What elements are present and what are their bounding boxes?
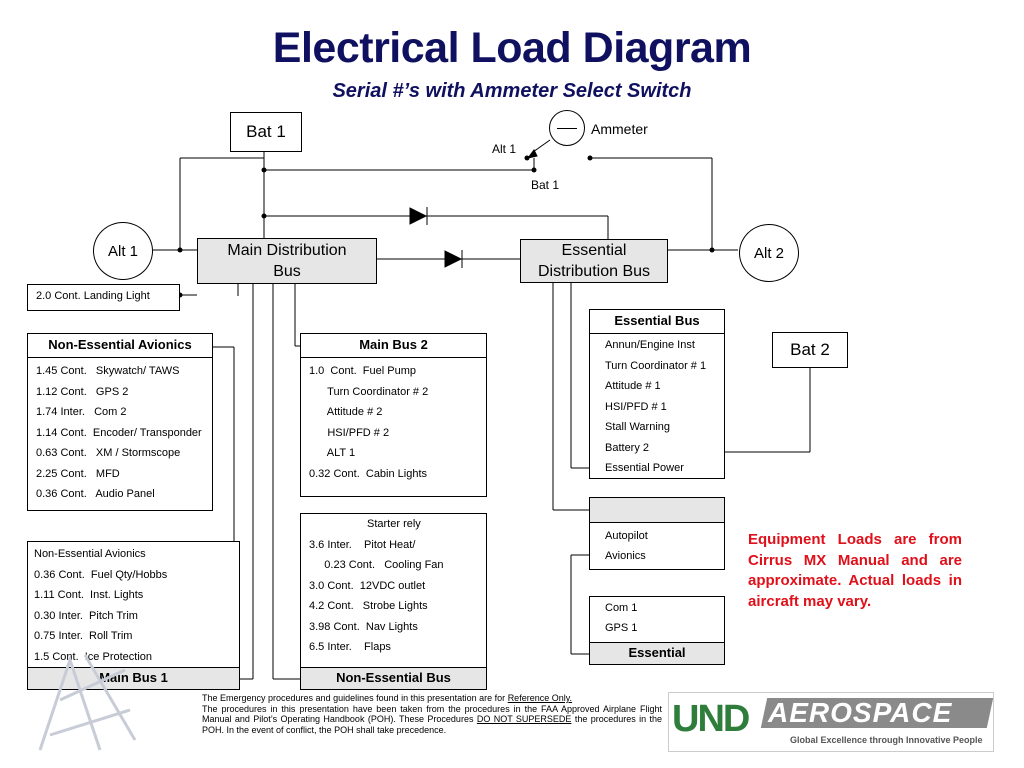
watermark-logo: [38, 654, 137, 751]
disclaimer: The Emergency procedures and guidelines …: [202, 693, 662, 735]
list-item: HSI/PFD # 1: [605, 401, 667, 413]
page-title: Electrical Load Diagram: [272, 24, 752, 72]
list-item: 0.36 Cont. Audio Panel: [36, 488, 155, 500]
list-item: Com 1: [605, 602, 638, 614]
non-essential-avionics-title: Non-Essential Avionics: [28, 334, 212, 358]
main-bus-1-box: Non-Essential Avionics 0.36 Cont. Fuel Q…: [27, 541, 240, 690]
list-item: Starter rely: [367, 518, 421, 530]
list-item: 0.75 Inter. Roll Trim: [34, 630, 133, 642]
list-item: 3.98 Cont. Nav Lights: [309, 621, 418, 633]
main-bus-2-box: Main Bus 2 1.0 Cont. Fuel Pump Turn Coor…: [300, 333, 487, 497]
essential-distribution-bus: Essential Distribution Bus: [520, 239, 668, 283]
list-item: ALT 1: [309, 447, 356, 459]
list-item: 0.30 Inter. Pitch Trim: [34, 610, 138, 622]
list-item: 3.0 Cont. 12VDC outlet: [309, 580, 426, 592]
list-item: 0.63 Cont. XM / Stormscope: [36, 447, 181, 459]
list-item: Non-Essential Avionics: [34, 548, 146, 560]
avionics-box: Autopilot Avionics: [589, 497, 725, 570]
list-item: Autopilot: [605, 530, 648, 542]
list-item: HSI/PFD # 2: [309, 427, 390, 439]
logo-aerospace: AEROSPACE: [768, 697, 953, 728]
battery-1: Bat 1: [230, 112, 302, 152]
logo-tagline: Global Excellence through Innovative Peo…: [790, 735, 983, 745]
essential-bus-box: Essential Bus Annun/Engine Inst Turn Coo…: [589, 309, 725, 479]
non-essential-bus-title: Non-Essential Bus: [301, 667, 486, 689]
list-item: 3.6 Inter. Pitot Heat/: [309, 539, 416, 551]
list-item: Attitude # 1: [605, 380, 661, 392]
ammeter-gauge: [549, 110, 585, 146]
ammeter-label: Ammeter: [591, 121, 648, 137]
list-item: Stall Warning: [605, 421, 671, 433]
non-essential-avionics-box: Non-Essential Avionics 1.45 Cont. Skywat…: [27, 333, 213, 511]
list-item: Annun/Engine Inst: [605, 339, 695, 351]
list-item: 4.2 Cont. Strobe Lights: [309, 600, 428, 612]
list-item: GPS 1: [605, 622, 638, 634]
list-item: 1.12 Cont. GPS 2: [36, 386, 129, 398]
list-item: Turn Coordinator # 1: [605, 360, 707, 372]
list-item: 1.14 Cont. Encoder/ Transponder: [36, 427, 202, 439]
list-item: Avionics: [605, 550, 646, 562]
alternator-2: Alt 2: [739, 224, 799, 282]
list-item: Battery 2: [605, 442, 650, 454]
list-item: Turn Coordinator # 2: [309, 386, 429, 398]
loads-note: Equipment Loads are from Cirrus MX Manua…: [748, 531, 962, 610]
landing-light-box: 2.0 Cont. Landing Light: [27, 284, 180, 311]
alternator-1: Alt 1: [93, 222, 153, 280]
list-item: 1.0 Cont. Fuel Pump: [309, 365, 416, 377]
list-item: 0.36 Cont. Fuel Qty/Hobbs: [34, 569, 168, 581]
list-item: Attitude # 2: [309, 406, 383, 418]
list-item: 0.23 Cont. Cooling Fan: [309, 559, 444, 571]
list-item: Essential Power: [605, 462, 684, 474]
non-essential-bus-box: Starter rely 3.6 Inter. Pitot Heat/ 0.23…: [300, 513, 487, 690]
logo-und: UND: [672, 698, 750, 740]
list-item: 1.45 Cont. Skywatch/ TAWS: [36, 365, 180, 377]
essential-bus-title: Essential Bus: [590, 310, 724, 334]
battery-2: Bat 2: [772, 332, 848, 368]
essential-box: Com 1 GPS 1 Essential: [589, 596, 725, 665]
essential-box-title: Essential: [590, 642, 724, 664]
list-item: 6.5 Inter. Flaps: [309, 641, 391, 653]
list-item: 1.5 Cont. Ice Protection: [34, 651, 153, 663]
page-subtitle: Serial #’s with Ammeter Select Switch: [332, 80, 692, 102]
switch-bat1-label: Bat 1: [531, 178, 560, 192]
list-item: 2.25 Cont. MFD: [36, 468, 120, 480]
list-item: 0.32 Cont. Cabin Lights: [309, 468, 428, 480]
list-item: 1.11 Cont. Inst. Lights: [34, 589, 144, 601]
switch-alt1-label: Alt 1: [492, 142, 517, 156]
main-distribution-bus: Main Distribution Bus: [197, 238, 377, 284]
main-bus-2-title: Main Bus 2: [301, 334, 486, 358]
und-aerospace-logo: UND AEROSPACE Global Excellence through …: [668, 692, 994, 752]
list-item: 1.74 Inter. Com 2: [36, 406, 127, 418]
